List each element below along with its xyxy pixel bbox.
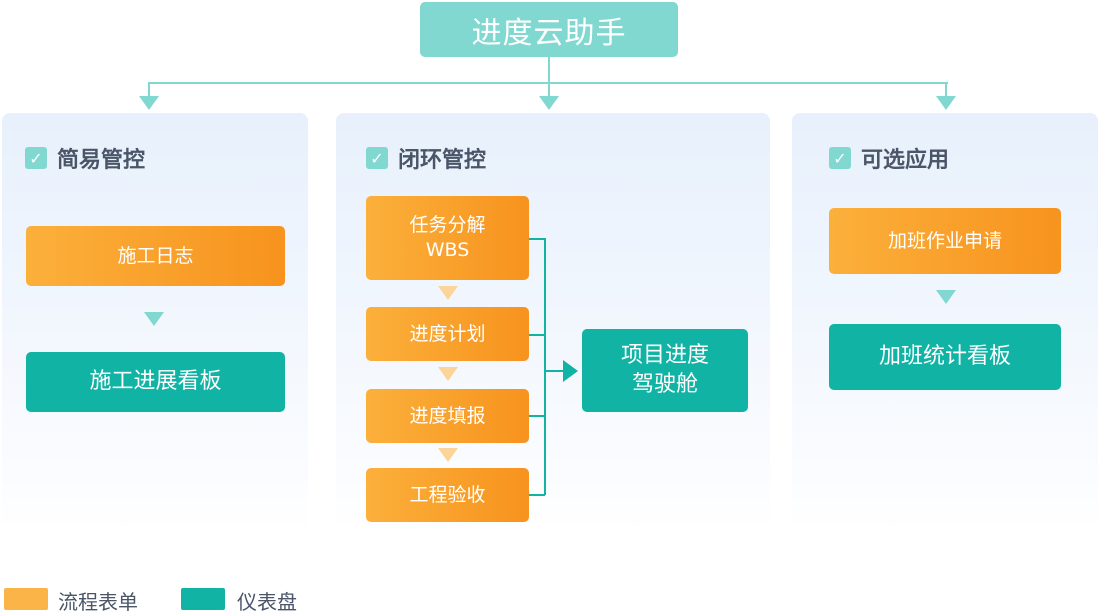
arrow-down-icon xyxy=(936,290,956,304)
connector xyxy=(548,57,550,83)
arrow-down-icon xyxy=(438,448,458,462)
bracket xyxy=(529,415,545,417)
node-construction-log: 施工日志 xyxy=(26,226,285,286)
connector xyxy=(945,82,947,98)
node-acceptance: 工程验收 xyxy=(366,468,529,522)
node-construction-dashboard: 施工进展看板 xyxy=(26,352,285,412)
bracket xyxy=(529,334,545,336)
header-label: 简易管控 xyxy=(57,148,146,173)
bracket xyxy=(529,238,545,240)
node-project-cockpit: 项目进度 驾驶舱 xyxy=(582,329,748,412)
legend-swatch-flow xyxy=(4,588,48,610)
arrow-down-icon xyxy=(139,96,159,110)
node-overtime-dashboard: 加班统计看板 xyxy=(829,324,1061,390)
arrow-down-icon xyxy=(438,286,458,300)
node-wbs: 任务分解 WBS xyxy=(366,196,529,280)
root-node: 进度云助手 xyxy=(420,2,678,57)
legend-label: 流程表单 xyxy=(58,590,138,614)
bracket xyxy=(544,238,546,495)
arrow-down-icon xyxy=(539,96,559,110)
checkbox-icon: ✓ xyxy=(829,147,851,169)
node-overtime-request: 加班作业申请 xyxy=(829,208,1061,274)
legend-label: 仪表盘 xyxy=(237,590,297,614)
bracket xyxy=(529,494,545,496)
header-label: 可选应用 xyxy=(861,148,950,173)
panel-header: ✓ 可选应用 xyxy=(829,142,949,174)
panel-optional xyxy=(792,113,1098,533)
node-plan: 进度计划 xyxy=(366,307,529,361)
header-label: 闭环管控 xyxy=(398,148,487,173)
arrow-down-icon xyxy=(438,367,458,381)
panel-header: ✓ 闭环管控 xyxy=(366,142,486,174)
connector xyxy=(148,82,150,98)
bracket xyxy=(545,370,565,372)
checkbox-icon: ✓ xyxy=(366,147,388,169)
checkbox-icon: ✓ xyxy=(25,147,47,169)
arrow-down-icon xyxy=(144,312,164,326)
panel-header: ✓ 简易管控 xyxy=(25,142,145,174)
arrow-down-icon xyxy=(936,96,956,110)
node-report: 进度填报 xyxy=(366,389,529,443)
arrow-right-icon xyxy=(563,360,578,382)
legend-swatch-dashboard xyxy=(181,588,225,610)
connector xyxy=(548,82,550,98)
